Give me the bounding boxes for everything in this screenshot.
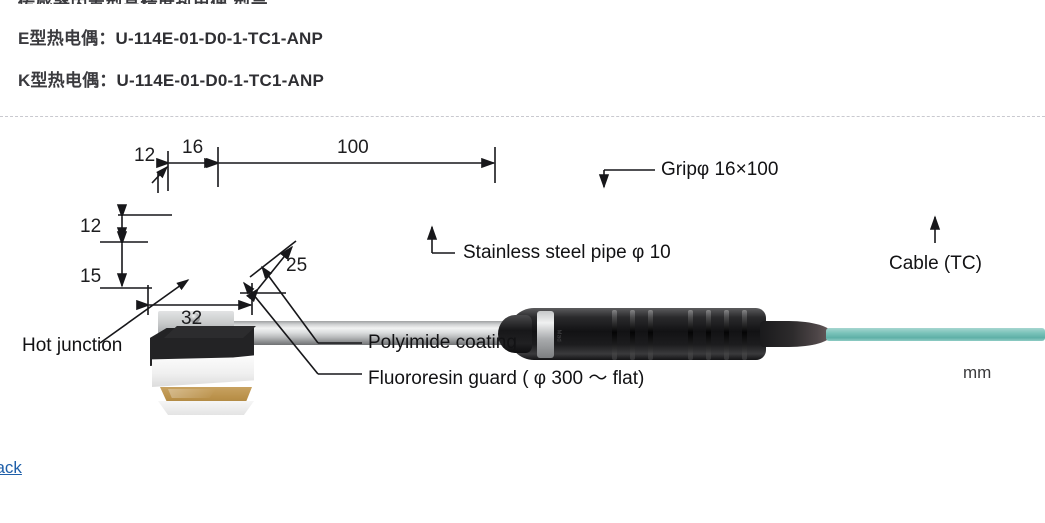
guard-lower-lip-graphic (158, 401, 254, 415)
dimension-100: 100 (337, 137, 369, 158)
annotation-grip: Gripφ 16×100 (661, 159, 779, 180)
grip-ridge-1 (612, 310, 617, 360)
sensor-head-screw-graphic (190, 313, 200, 323)
grip-taper-graphic (760, 321, 832, 347)
stainless-steel-pipe-graphic (222, 321, 522, 345)
annotation-hot-junction: Hot junction (22, 335, 123, 356)
dimension-25: 25 (286, 255, 308, 276)
annotation-stainless-pipe: Stainless steel pipe φ 10 (463, 242, 671, 263)
model-label-e-type: E型热电偶： (18, 29, 116, 48)
grip-ring-graphic (537, 311, 554, 358)
annotation-fluororesin-guard: Fluororesin guard ( φ 300 ～ flat) (368, 368, 645, 389)
grip-ridge-3 (648, 310, 653, 360)
dimension-15-side: 15 (80, 266, 102, 287)
dimension-16: 16 (182, 137, 204, 158)
annotation-cable: Cable (TC) (889, 253, 982, 274)
clipped-heading: 传感器内置型高精度热电偶 型号 (18, 0, 268, 4)
grip-ridge-2 (630, 310, 635, 360)
dimension-32: 32 (181, 308, 203, 329)
model-row-k-type: K型热电偶：U-114E-01-D0-1-TC1-ANP (18, 66, 324, 91)
model-label-k-type: K型热电偶： (18, 71, 117, 90)
model-code-k-type: U-114E-01-D0-1-TC1-ANP (116, 71, 324, 90)
dimension-12-top: 12 (134, 145, 156, 166)
model-code-e-type: U-114E-01-D0-1-TC1-ANP (115, 29, 324, 48)
dimension-12-side: 12 (80, 216, 102, 237)
back-link[interactable]: back (0, 458, 22, 477)
cable-graphic (826, 328, 1045, 341)
product-dimension-diagram: Made in Japan (0, 125, 1045, 415)
grip-ridge-4 (688, 310, 693, 360)
dimension-lines-layer (99, 147, 941, 375)
grip-ridge-6 (724, 310, 729, 360)
polyimide-highlight-graphic (168, 389, 216, 398)
model-row-e-type: E型热电偶：U-114E-01-D0-1-TC1-ANP (18, 24, 323, 49)
annotation-polyimide-coating: Polyimide coating (368, 332, 517, 353)
grip-ridge-7 (742, 310, 747, 360)
sensor-head-black-top-graphic (164, 326, 256, 338)
grip-nose-graphic (498, 315, 532, 353)
unit-label: mm (963, 363, 992, 382)
header-divider (0, 116, 1045, 118)
grip-ridge-5 (706, 310, 711, 360)
